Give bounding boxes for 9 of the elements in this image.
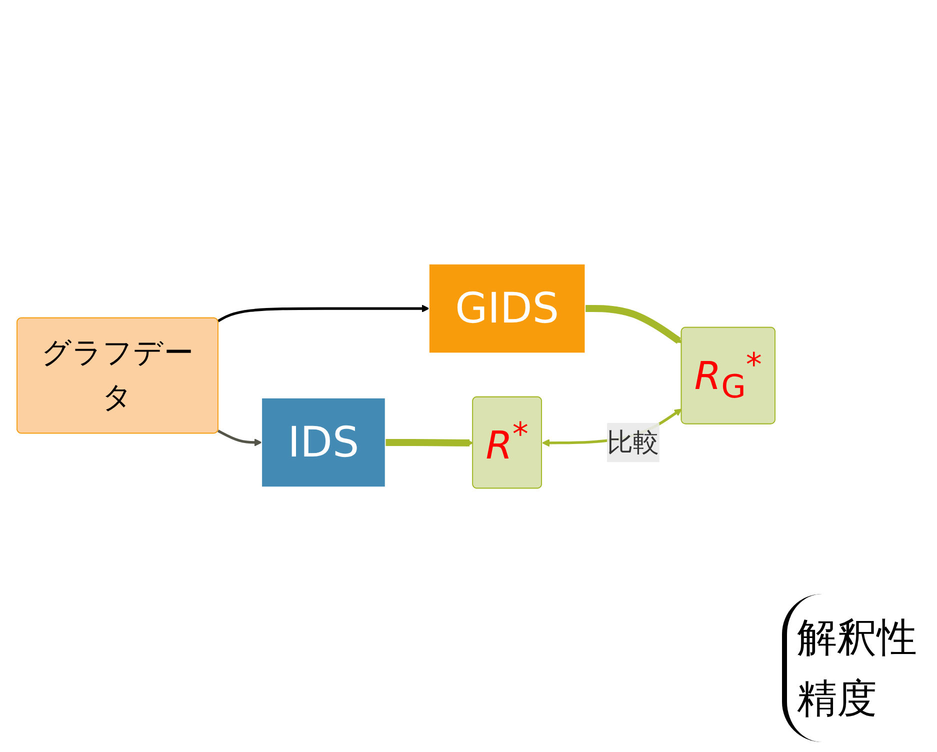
arrow bbox=[217, 430, 262, 446]
note-text: 解釈性 bbox=[797, 614, 917, 663]
arrow bbox=[217, 304, 430, 322]
node-box: IDS bbox=[261, 397, 386, 488]
edge-label: 比較 bbox=[606, 427, 660, 458]
note-text: 精度 bbox=[797, 675, 878, 724]
node-box: GIDS bbox=[428, 263, 586, 354]
arrow bbox=[585, 304, 682, 344]
arrow bbox=[385, 438, 474, 447]
